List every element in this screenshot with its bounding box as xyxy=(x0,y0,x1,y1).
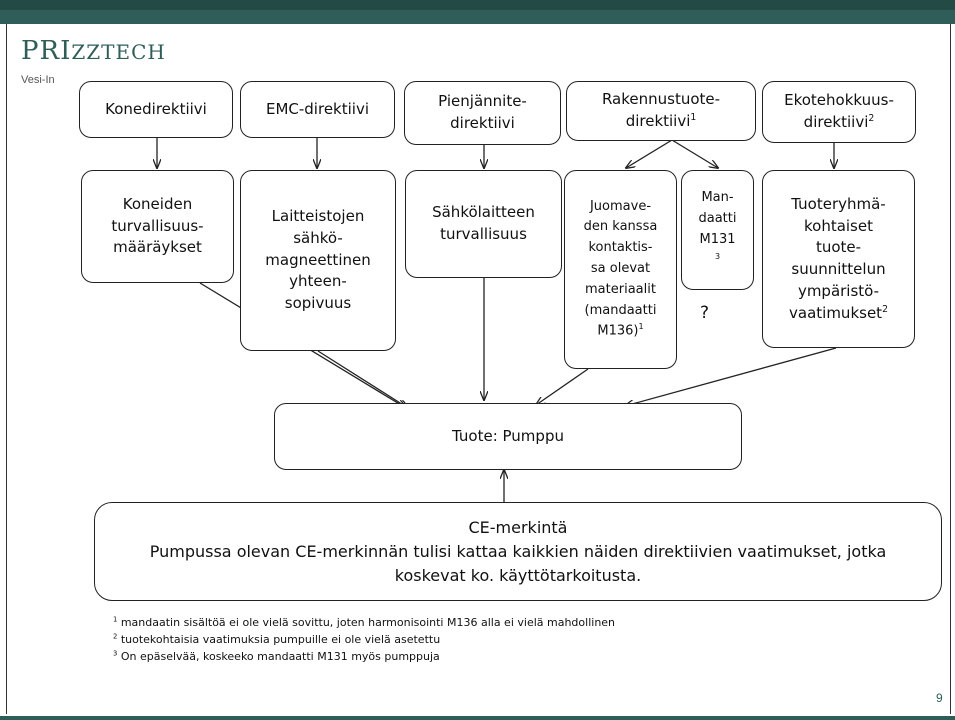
arrow-to-product-2 xyxy=(317,350,408,408)
box-emc-direktiivi: EMC-direktiivi xyxy=(240,81,395,138)
box-product: Tuote: Pumppu xyxy=(274,403,742,470)
box-sahkolaitteen-turvallisuus: Sähkölaitteen turvallisuus xyxy=(405,170,562,278)
box-konedirektiivi: Konedirektiivi xyxy=(79,81,233,138)
box-koneiden-turvallisuus: Koneiden turvallisuus- määräykset xyxy=(81,170,234,283)
logo: PRIZZTECH xyxy=(21,36,166,66)
ce-title: CE-merkintä xyxy=(468,517,568,537)
box-tuoteryhma-vaatimukset: Tuoteryhmä- kohtaiset tuote- suunnittelu… xyxy=(762,170,915,348)
footnote-1: 1 mandaatin sisältöä ei ole vielä sovitt… xyxy=(113,615,616,629)
box-ekotehokkuusdirektiivi: Ekotehokkuus- direktiivi2 xyxy=(762,81,916,143)
box-pienjannitedirektiivi: Pienjännite- direktiivi xyxy=(404,81,561,145)
box-rakennustuotedirektiivi: Rakennustuote- direktiivi1 xyxy=(566,81,756,141)
header-bar-top xyxy=(0,0,955,10)
question-mark: ? xyxy=(700,303,710,323)
footnote-3: 3 On epäselvää, koskeeko mandaatti M131 … xyxy=(113,649,440,664)
box-juomavesi-materiaalit: Juomave- den kanssa kontaktis- sa olevat… xyxy=(564,170,677,369)
footnote-2: 2 tuotekohtaisia vaatimuksia pumpuille e… xyxy=(113,632,441,647)
footer-bar xyxy=(0,716,955,720)
arrow-rak-left xyxy=(626,139,673,168)
box-emc-yhteensopivuus: Laitteistojen sähkö- magneettinen yhteen… xyxy=(240,170,396,351)
arrow-to-product-5 xyxy=(625,347,837,406)
arrow-to-product-4 xyxy=(536,368,589,405)
arrow-rak-right xyxy=(671,139,718,168)
logo-subtitle: Vesi-In xyxy=(21,74,55,86)
slide-frame xyxy=(6,24,951,714)
ce-body: Pumpussa olevan CE-merkinnän tulisi katt… xyxy=(149,541,887,585)
footnotes: 1 mandaatin sisältöä ei ole vielä sovitt… xyxy=(113,614,615,665)
page-number: 9 xyxy=(936,691,943,705)
box-ce-marking: CE-merkintä Pumpussa olevan CE-merkinnän… xyxy=(94,502,942,601)
